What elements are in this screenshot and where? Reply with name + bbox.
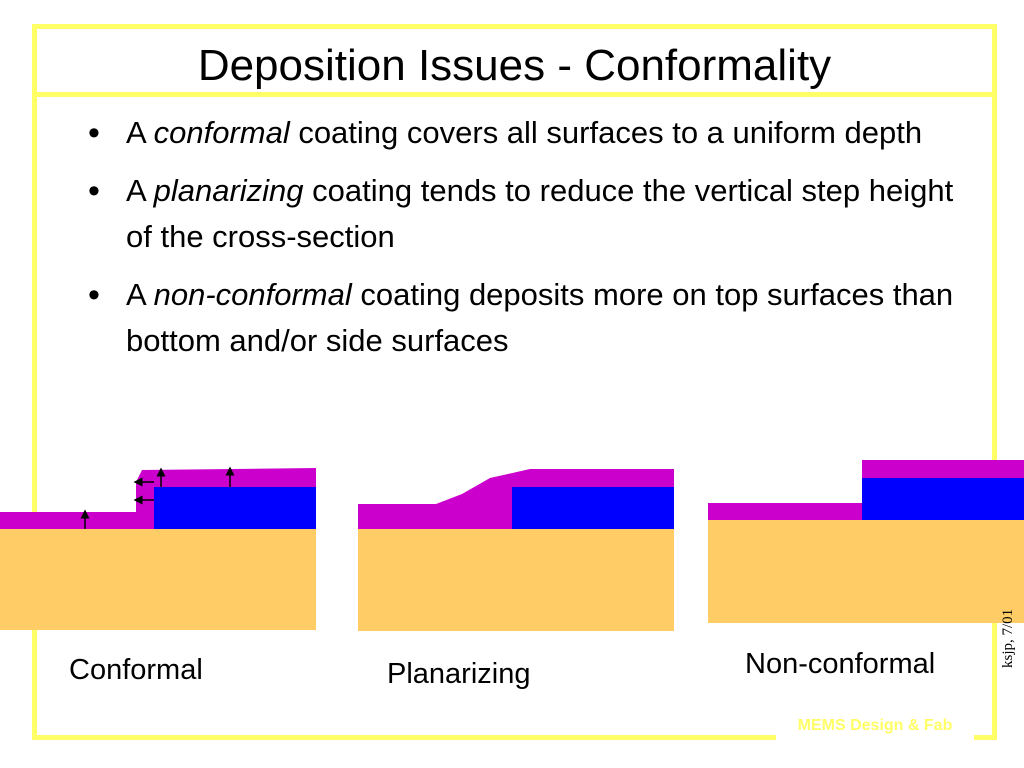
caption-conformal: Conformal — [69, 654, 203, 686]
caption-nonconformal: Non-conformal — [745, 648, 936, 680]
bullet-icon: • — [88, 172, 100, 210]
conformal-diagram — [0, 466, 316, 630]
title-rule — [32, 92, 997, 97]
conformal-coating — [0, 468, 316, 529]
planarizing-diagram — [358, 469, 674, 631]
bullet-prefix: A — [126, 115, 154, 150]
slide-title: Deposition Issues - Conformality — [197, 41, 832, 90]
bullet-list: • A conformal coating covers all surface… — [88, 110, 968, 376]
bullet-text: coating deposits more on top surfaces th… — [126, 277, 954, 358]
nonconformal-diagram — [708, 460, 1024, 623]
bullet-prefix: A — [126, 277, 154, 312]
slide-frame — [32, 24, 997, 740]
nonconformal-coating-bottom — [708, 503, 862, 520]
nonconformal-step — [862, 478, 1024, 520]
bullet-term: planarizing — [153, 173, 304, 208]
side-note: ksjp, 7/01 — [1000, 608, 1016, 668]
footer-brand: MEMS Design & Fab — [776, 712, 974, 740]
bullet-conformal: • A conformal coating covers all surface… — [88, 110, 968, 156]
conformal-substrate — [0, 529, 316, 630]
bullet-term: conformal — [153, 115, 290, 150]
conformal-step — [154, 487, 316, 529]
planarizing-substrate — [358, 529, 674, 631]
bullet-icon: • — [88, 276, 100, 314]
bullet-text: coating tends to reduce the vertical ste… — [126, 173, 954, 254]
bullet-planarizing: • A planarizing coating tends to reduce … — [88, 168, 968, 260]
planarizing-step — [512, 487, 674, 529]
nonconformal-substrate — [708, 520, 1024, 623]
caption-planarizing: Planarizing — [387, 658, 531, 690]
bullet-icon: • — [88, 114, 100, 152]
nonconformal-coating-top — [862, 460, 1024, 478]
bullet-nonconformal: • A non-conformal coating deposits more … — [88, 272, 968, 364]
bullet-text: coating covers all surfaces to a uniform… — [289, 115, 923, 150]
cross-section-diagrams — [0, 460, 1024, 631]
bullet-prefix: A — [126, 173, 154, 208]
bullet-term: non-conformal — [153, 277, 352, 312]
planarizing-coating — [358, 469, 674, 529]
